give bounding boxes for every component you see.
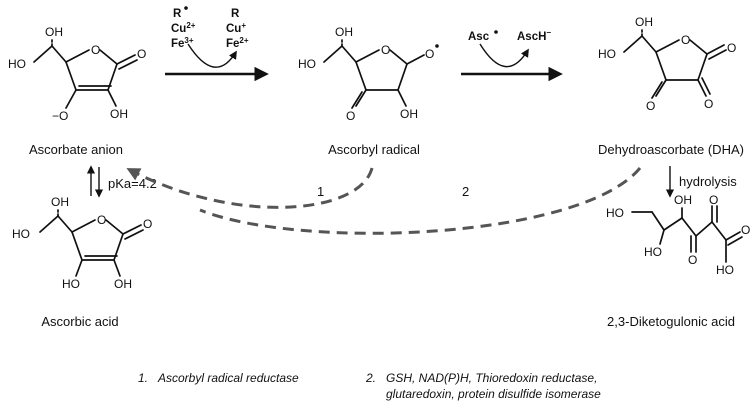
product-radical: R (231, 8, 240, 20)
hydroxyl: OH (674, 193, 692, 207)
hydroxyl: OH (51, 195, 69, 209)
hydrolysis-label: hydrolysis (679, 174, 737, 189)
reagent-iron: Fe (171, 38, 184, 50)
hydroxyl: OH (335, 25, 353, 39)
hydroxyl: HO (12, 227, 30, 241)
svg-text:Fe2+: Fe2+ (226, 36, 249, 50)
hydroxyl: OH (110, 107, 128, 121)
pka-label: pKa=4.2 (108, 176, 157, 191)
reagent-copper: Cu (171, 23, 186, 35)
carbonyl-oxygen: O (741, 223, 750, 237)
carbonyl-oxygen: O (727, 41, 736, 55)
charge: 2+ (186, 21, 195, 30)
product-copper: Cu (226, 23, 241, 35)
charge: − (546, 28, 551, 37)
carbonyl-oxygen: O (137, 47, 146, 61)
keto-oxygen: O (346, 109, 355, 123)
charge: 2+ (239, 36, 248, 45)
keto-oxygen: O (709, 193, 718, 207)
keto-oxygen: O (646, 99, 655, 113)
diketogulonic-acid-structure: HO OH HO O O O HO (606, 193, 750, 277)
footnote-number: 1. (138, 371, 149, 385)
hydrolysis-arrow: hydrolysis (665, 166, 737, 198)
reagent-ascorbyl: Asc (468, 31, 490, 43)
ascorbic-acid-structure: O O OH HO HO OH (12, 195, 152, 291)
ascorbyl-radical-structure: O O OH HO O OH (298, 25, 439, 123)
ring-oxygen: O (97, 213, 106, 227)
hydroxyl: OH (114, 277, 132, 291)
charge: + (241, 21, 246, 30)
radical-oxygen: O (425, 47, 434, 61)
footnote-text: GSH, NAD(P)H, Thioredoxin reductase, (386, 371, 598, 385)
footnote-1: 1. Ascorbyl radical reductase (138, 370, 299, 386)
svg-text:Fe3+: Fe3+ (171, 36, 194, 50)
dha-structure: O O OH HO O O (598, 15, 736, 113)
label-ascorbic-acid: Ascorbic acid (41, 314, 118, 329)
reagent-radical: R (173, 8, 182, 20)
pathway-1-label: 1 (317, 184, 324, 199)
carbonyl-oxygen: O (143, 217, 152, 231)
ascorbate-anion-structure: O O OH HO −O OH (8, 25, 146, 123)
oxide-anion: −O (52, 109, 68, 123)
recycling-pathways: 1 2 (126, 167, 642, 235)
footnote-text: Ascorbyl radical reductase (158, 371, 299, 385)
footnote-text-continued: glutaredoxin, protein disulfide isomeras… (386, 387, 601, 401)
hydroxyl: HO (644, 245, 662, 259)
product-ascorbate: AscH (517, 31, 546, 43)
ring-oxygen: O (381, 43, 390, 57)
hydroxyl: HO (598, 47, 616, 61)
label-dha: Dehydroascorbate (DHA) (598, 142, 744, 157)
charge: 3+ (184, 36, 193, 45)
product-iron: Fe (226, 38, 239, 50)
footnote-2: 2. GSH, NAD(P)H, Thioredoxin reductase, g… (366, 370, 601, 402)
hydroxyl: OH (400, 107, 418, 121)
keto-oxygen: O (688, 253, 697, 267)
label-ascorbyl-radical: Ascorbyl radical (328, 142, 420, 157)
hydroxyl: HO (298, 57, 316, 71)
hydroxyl: OH (45, 25, 63, 39)
ring-oxygen: O (681, 33, 690, 47)
hydroxyl: HO (606, 206, 624, 220)
oxidation-arrow-2: Asc AscH− (461, 28, 563, 82)
hydroxyl: OH (635, 15, 653, 29)
label-diketogulonic-acid: 2,3-Diketogulonic acid (607, 314, 735, 329)
acid-hydroxyl: HO (716, 263, 734, 277)
hydroxyl: HO (8, 57, 26, 71)
hydroxyl: HO (62, 277, 80, 291)
ring-oxygen: O (91, 43, 100, 57)
svg-text:Cu2+: Cu2+ (171, 21, 196, 35)
oxidation-arrow-1: R Cu2+ Fe3+ R Cu+ Fe2+ (165, 6, 269, 82)
equilibrium-arrows: pKa=4.2 (86, 165, 157, 198)
footnote-number: 2. (366, 371, 377, 385)
label-ascorbate-anion: Ascorbate anion (29, 142, 123, 157)
svg-text:AscH−: AscH− (517, 28, 551, 43)
pathway-2-label: 2 (462, 184, 469, 199)
keto-oxygen: O (704, 97, 713, 111)
svg-text:Cu+: Cu+ (226, 21, 246, 35)
